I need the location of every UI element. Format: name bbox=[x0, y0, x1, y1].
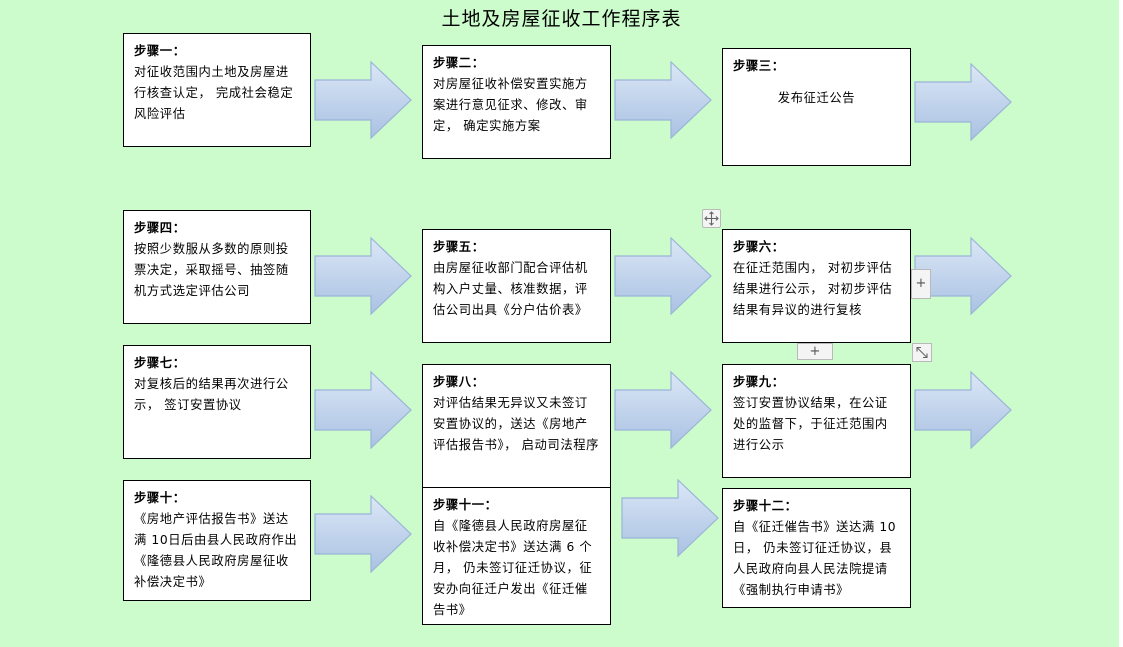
step-10-box[interactable]: 步骤十： 《房地产评估报告书》送达满 10日后由县人民政府作出《隆德县人民政府房… bbox=[123, 480, 311, 601]
add-right-button[interactable]: + bbox=[911, 269, 931, 299]
move-icon bbox=[704, 211, 719, 226]
step-5-text: 由房屋征收部门配合评估机构入户丈量、核准数据，评估公司出具《分户估价表》 bbox=[433, 261, 588, 317]
step-6-text: 在征迁范围内， 对初步评估结果进行公示， 对初步评估结果有异议的进行复核 bbox=[733, 261, 893, 317]
right-arrow-icon bbox=[913, 370, 1013, 450]
step-5-heading: 步骤五： bbox=[433, 240, 485, 254]
step-1-box[interactable]: 步骤一： 对征收范围内土地及房屋进行核查认定， 完成社会稳定风险评估 bbox=[123, 33, 311, 147]
right-arrow-icon bbox=[613, 236, 713, 316]
step-9-heading: 步骤九： bbox=[733, 375, 785, 389]
step-7-heading: 步骤七： bbox=[134, 356, 186, 370]
step-5-box[interactable]: 步骤五： 由房屋征收部门配合评估机构入户丈量、核准数据，评估公司出具《分户估价表… bbox=[422, 229, 611, 343]
step-10-heading: 步骤十： bbox=[134, 491, 186, 505]
step-4-heading: 步骤四： bbox=[134, 221, 186, 235]
right-arrow-icon bbox=[613, 60, 713, 140]
right-arrow-icon bbox=[313, 494, 413, 574]
move-handle[interactable] bbox=[702, 209, 721, 228]
step-11-text: 自《隆德县人民政府房屋征收补偿决定书》送达满 6 个月， 仍未签订征迁协议，征安… bbox=[433, 519, 593, 617]
step-9-box[interactable]: 步骤九： 签订安置协议结果，在公证处的监督下，于征迁范围内进行公示 bbox=[722, 364, 911, 478]
step-12-box[interactable]: 步骤十二： 自《征迁催告书》送达满 10日， 仍未签订征迁协议，县人民政府向县人… bbox=[722, 488, 911, 608]
step-2-text: 对房屋征收补偿安置实施方案进行意见征求、修改、审定， 确定实施方案 bbox=[433, 77, 588, 133]
right-edge-strip bbox=[1119, 0, 1123, 647]
step-6-box[interactable]: 步骤六： 在征迁范围内， 对初步评估结果进行公示， 对初步评估结果有异议的进行复… bbox=[722, 229, 911, 343]
plus-icon: + bbox=[915, 276, 927, 291]
step-7-box[interactable]: 步骤七： 对复核后的结果再次进行公示， 签订安置协议 bbox=[123, 345, 311, 459]
right-arrow-icon bbox=[313, 60, 413, 140]
right-arrow-icon bbox=[620, 478, 720, 558]
plus-icon: + bbox=[809, 344, 821, 359]
step-2-heading: 步骤二： bbox=[433, 56, 485, 70]
right-arrow-icon bbox=[313, 370, 413, 450]
page-title: 土地及房屋征收工作程序表 bbox=[441, 8, 682, 30]
step-2-box[interactable]: 步骤二： 对房屋征收补偿安置实施方案进行意见征求、修改、审定， 确定实施方案 bbox=[422, 45, 611, 159]
step-3-text: 发布征迁公告 bbox=[777, 91, 856, 105]
step-9-text: 签订安置协议结果，在公证处的监督下，于征迁范围内进行公示 bbox=[733, 396, 888, 452]
step-11-heading: 步骤十一： bbox=[433, 498, 498, 512]
step-1-text: 对征收范围内土地及房屋进行核查认定， 完成社会稳定风险评估 bbox=[134, 65, 294, 121]
step-8-heading: 步骤八： bbox=[433, 375, 485, 389]
step-11-box[interactable]: 步骤十一： 自《隆德县人民政府房屋征收补偿决定书》送达满 6 个月， 仍未签订征… bbox=[422, 487, 611, 625]
step-3-heading: 步骤三： bbox=[733, 59, 785, 73]
right-arrow-icon bbox=[913, 62, 1013, 142]
resize-handle[interactable] bbox=[912, 343, 932, 362]
step-7-text: 对复核后的结果再次进行公示， 签订安置协议 bbox=[134, 377, 289, 412]
step-4-box[interactable]: 步骤四： 按照少数服从多数的原则投票决定，采取摇号、抽签随机方式选定评估公司 bbox=[123, 210, 311, 324]
add-below-button[interactable]: + bbox=[797, 343, 833, 360]
step-10-text: 《房地产评估报告书》送达满 10日后由县人民政府作出《隆德县人民政府房屋征收补偿… bbox=[134, 512, 298, 589]
step-8-box[interactable]: 步骤八： 对评估结果无异议又未签订安置协议的，送达《房地产评估报告书》， 启动司… bbox=[422, 364, 611, 488]
step-8-text: 对评估结果无异议又未签订安置协议的，送达《房地产评估报告书》， 启动司法程序 bbox=[433, 396, 600, 452]
right-arrow-icon bbox=[313, 236, 413, 316]
step-3-box[interactable]: 步骤三： 发布征迁公告 bbox=[722, 48, 911, 166]
right-arrow-icon bbox=[613, 370, 713, 450]
step-12-text: 自《征迁催告书》送达满 10日， 仍未签订征迁协议，县人民政府向县人民法院提请《… bbox=[733, 520, 897, 597]
step-6-heading: 步骤六： bbox=[733, 240, 785, 254]
step-12-heading: 步骤十二： bbox=[733, 499, 798, 513]
step-4-text: 按照少数服从多数的原则投票决定，采取摇号、抽签随机方式选定评估公司 bbox=[134, 242, 289, 298]
step-1-heading: 步骤一： bbox=[134, 44, 186, 58]
resize-icon bbox=[916, 346, 928, 359]
